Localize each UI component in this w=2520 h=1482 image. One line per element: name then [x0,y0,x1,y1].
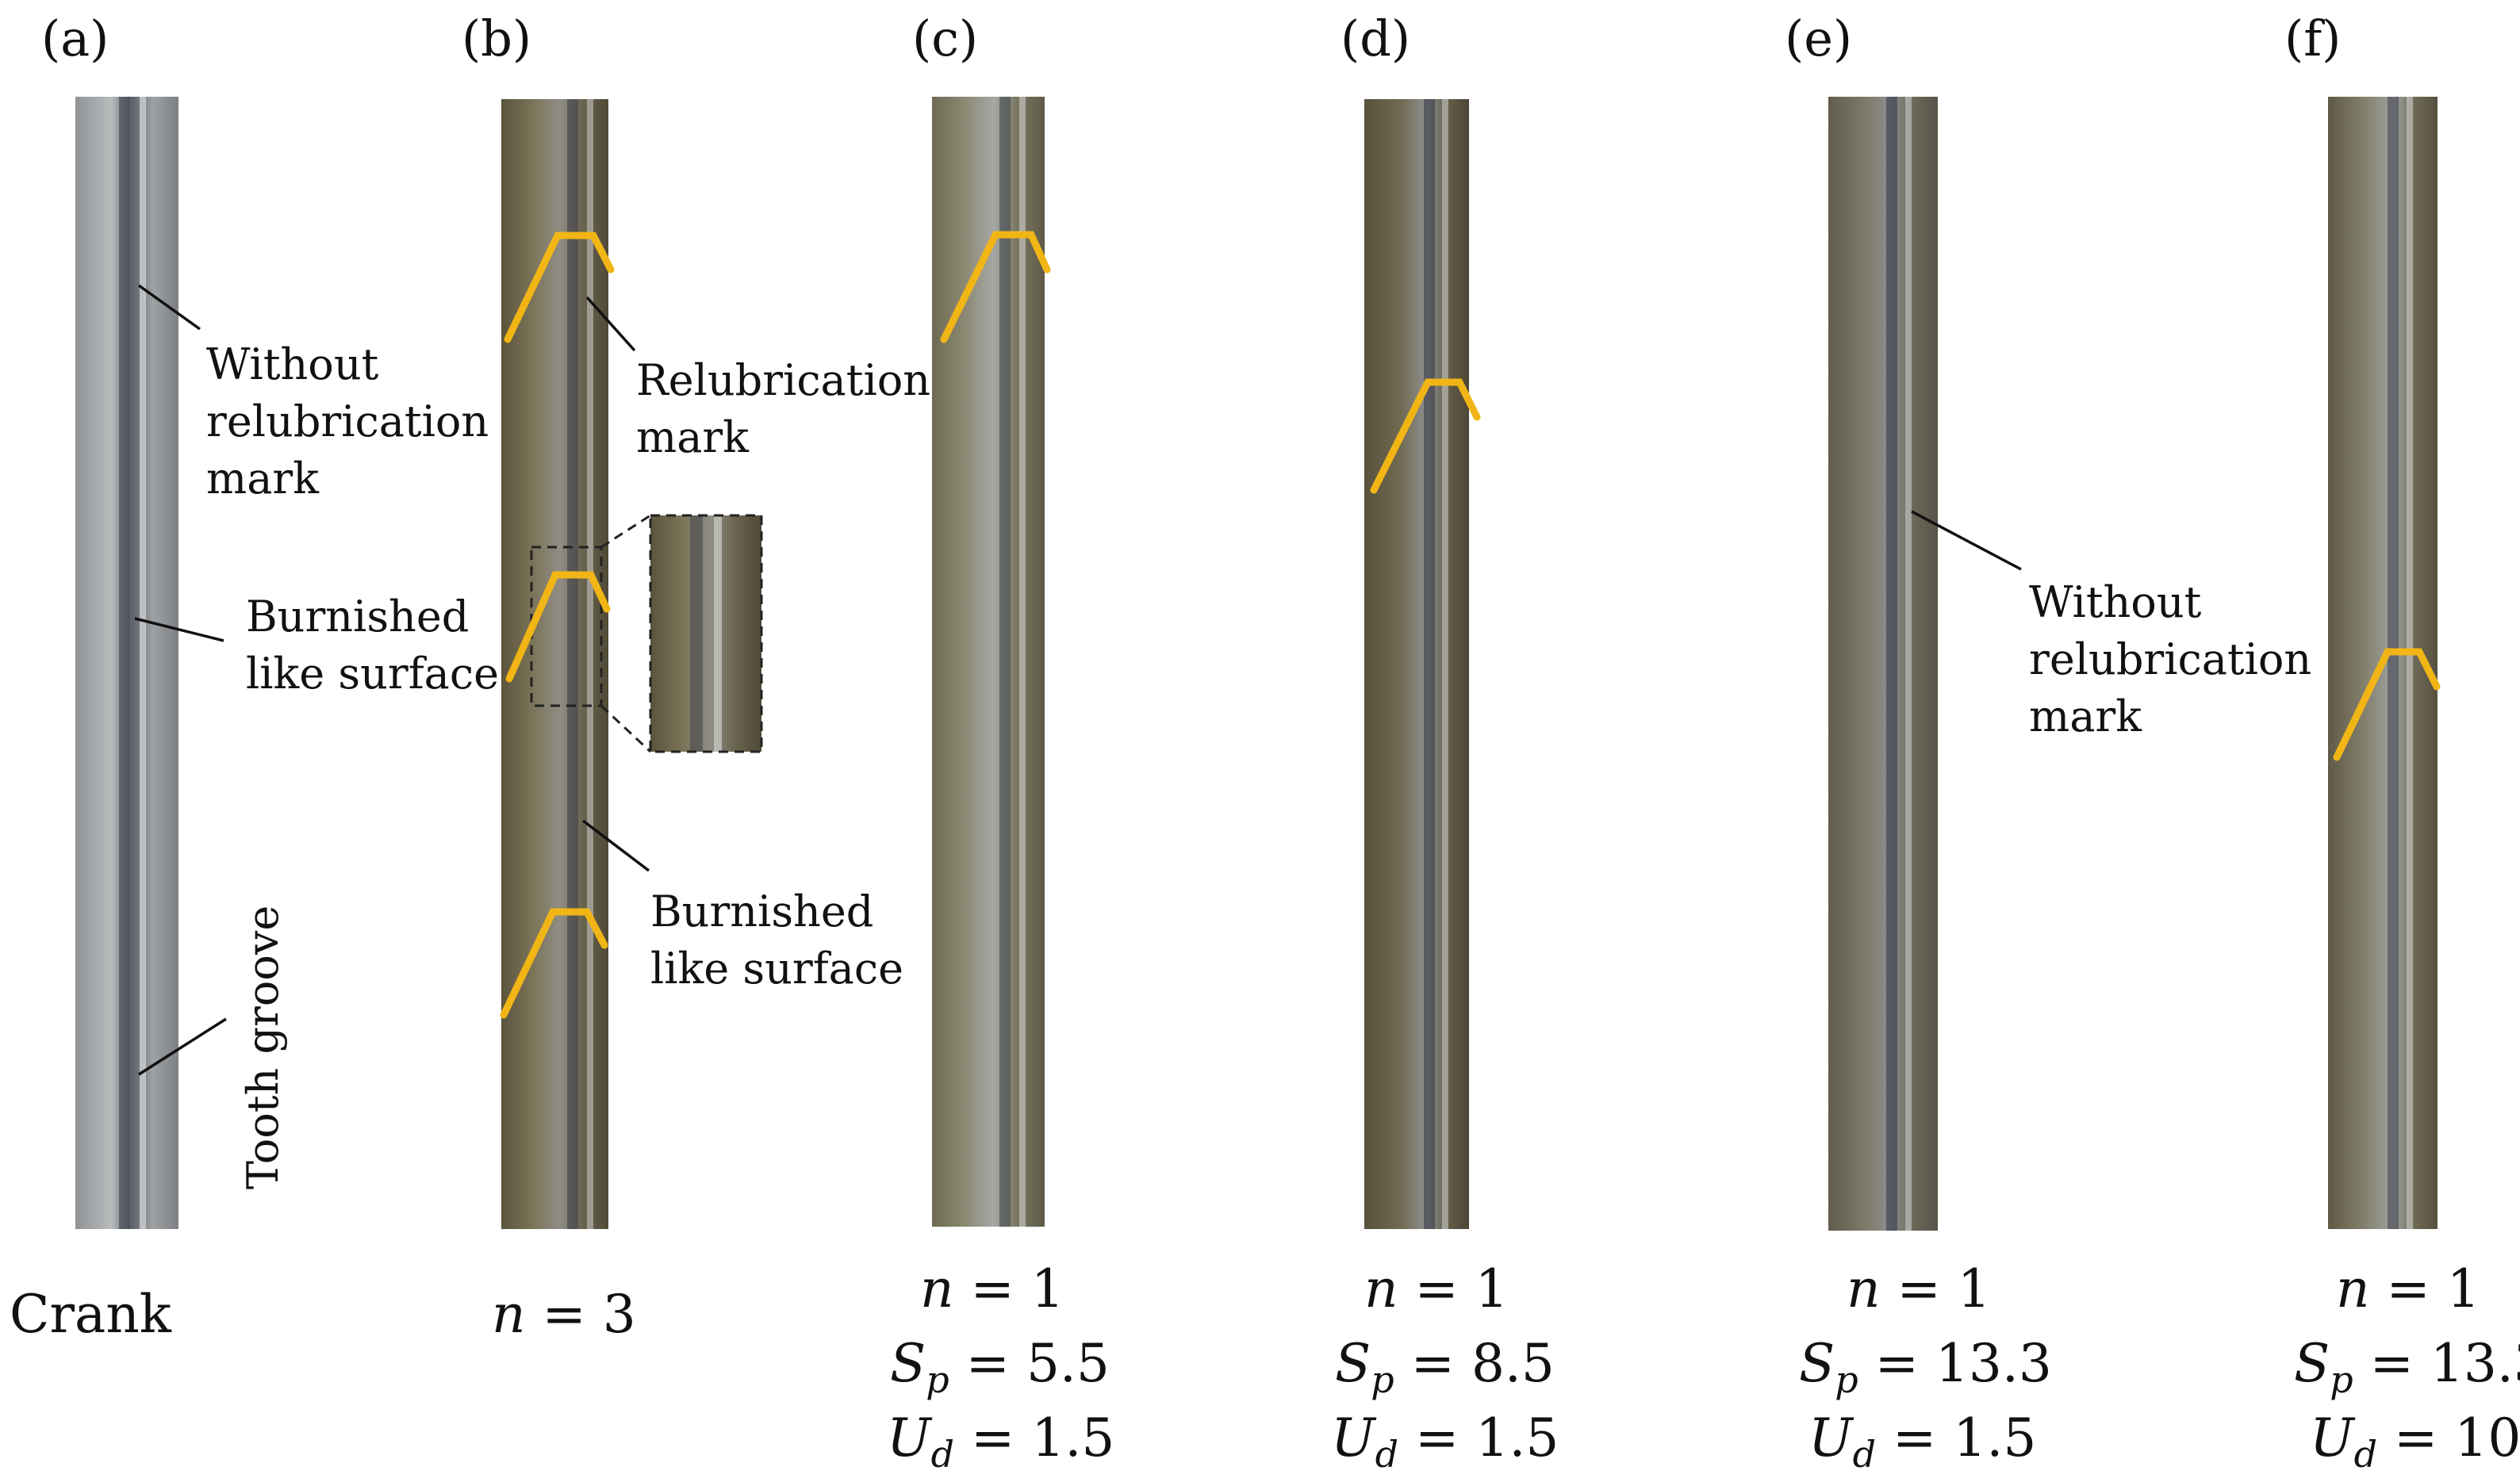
caption-e-n: n = 1 [1847,1258,1991,1319]
caption-f-sp: Sp = 13.3 [2294,1333,2520,1401]
label-a-burnished: Burnished like surface [246,592,499,699]
caption-e-sp: Sp = 13.3 [1799,1333,2052,1401]
specimen-a-photo [75,97,178,1229]
panel-c-letter: (c) [912,10,978,67]
panel-b-letter: (b) [462,10,531,67]
relub-mark-f [2333,648,2441,761]
panel-f-letter: (f) [2284,10,2341,67]
caption-f: n = 1 Sp = 13.3 Ud = 10 [2294,1258,2520,1476]
caption-a: Crank [10,1284,172,1345]
leader-a-tooth [138,1017,227,1076]
caption-c: n = 1 Sp = 5.5 Ud = 1.5 [887,1258,1114,1476]
caption-d: n = 1 Sp = 8.5 Ud = 1.5 [1331,1258,1559,1476]
caption-c-ud: Ud = 1.5 [887,1407,1114,1476]
caption-c-sp: Sp = 5.5 [890,1333,1110,1401]
label-e-without: Without relubrication mark [2029,577,2325,741]
specimen-c-photo [932,97,1045,1227]
caption-e-ud: Ud = 1.5 [1808,1407,2036,1476]
caption-d-ud: Ud = 1.5 [1331,1407,1559,1476]
label-b-burnished: Burnished like surface [650,887,903,994]
relub-mark-b3 [500,908,608,1019]
caption-c-n: n = 1 [920,1258,1064,1319]
leader-a-without [137,284,201,331]
specimen-f-photo [2328,97,2438,1229]
relub-mark-c [940,231,1051,343]
panel-a-letter: (a) [41,10,109,67]
caption-d-n: n = 1 [1364,1258,1509,1319]
caption-f-ud: Ud = 10 [2310,1407,2520,1476]
relub-mark-b1 [504,232,615,343]
relub-mark-b2 [505,571,611,683]
caption-d-sp: Sp = 8.5 [1335,1333,1555,1401]
label-b-relubrication: Relubrication mark [636,355,944,462]
specimen-e-photo [1828,97,1938,1231]
leader-b-burnished [581,819,650,872]
panel-d-letter: (d) [1341,10,1410,67]
inset-zoom-b [530,514,763,753]
caption-f-n: n = 1 [2336,1258,2480,1319]
leader-b-relub [585,296,636,352]
relub-mark-d [1370,378,1481,494]
leader-e-without [1911,510,2022,571]
caption-b-n: n = 3 [492,1284,636,1345]
specimen-d-photo [1364,99,1469,1229]
panel-e-letter: (e) [1785,10,1852,67]
leader-a-burnished [134,617,224,642]
label-a-tooth-groove: Tooth groove [238,906,288,1189]
label-a-without: Without relubrication mark [206,339,502,504]
caption-e: n = 1 Sp = 13.3 Ud = 1.5 [1799,1258,2052,1476]
